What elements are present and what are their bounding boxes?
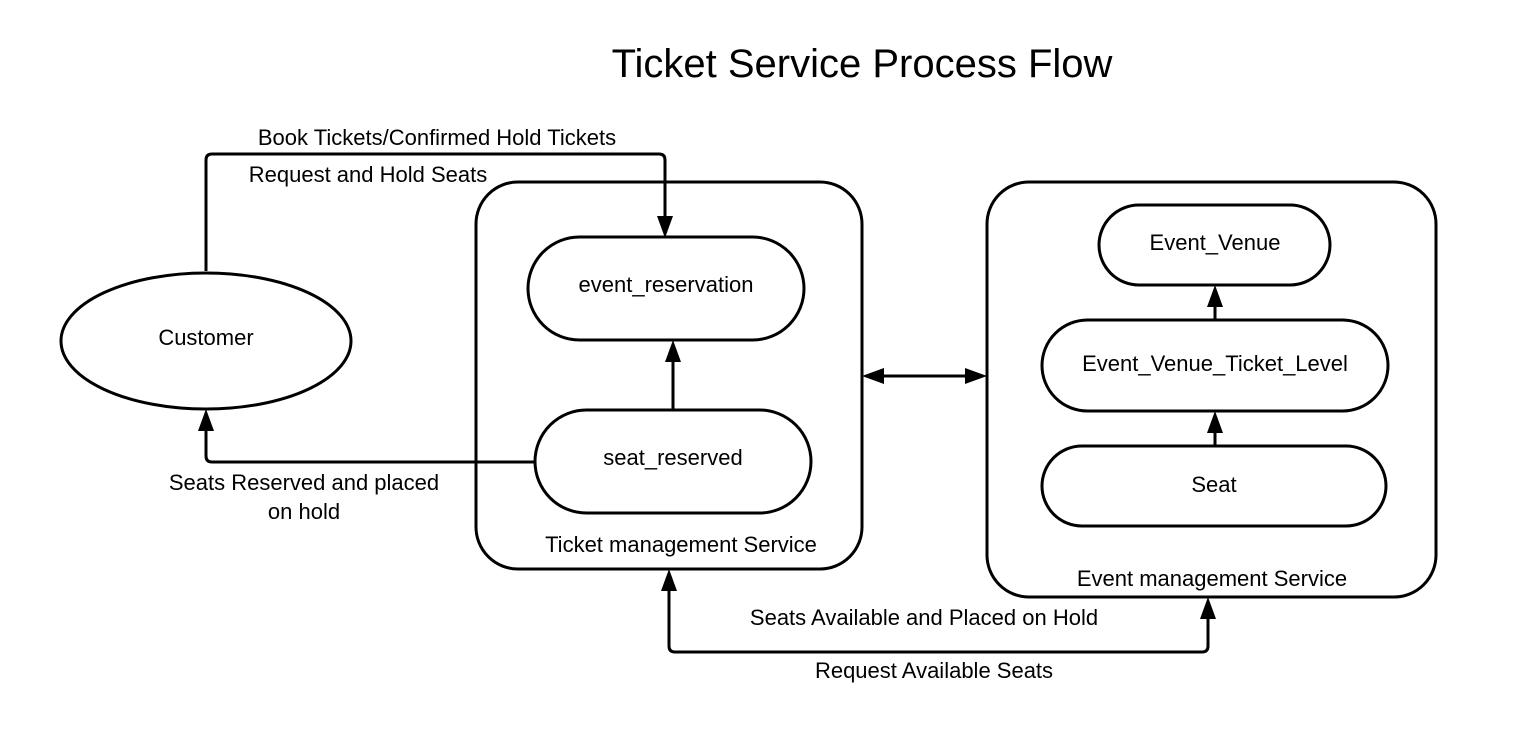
event-management-service-label: Event management Service: [1077, 566, 1347, 591]
request-available-seats-label: Request Available Seats: [815, 658, 1053, 683]
book-tickets-arrowhead: [657, 216, 673, 238]
available-seats-edge: [667, 590, 1210, 654]
services-left-arrowhead: [862, 368, 884, 384]
event-venue-label: Event_Venue: [1150, 230, 1281, 255]
services-right-arrowhead: [965, 368, 987, 384]
customer-label: Customer: [158, 325, 253, 350]
seats-reserved-edge: [204, 430, 535, 464]
ticket-level-to-venue-arrowhead: [1207, 285, 1223, 307]
seat-to-ticket-level-arrowhead: [1207, 411, 1223, 433]
book-tickets-label: Book Tickets/Confirmed Hold Tickets: [258, 125, 616, 150]
seat-label: Seat: [1191, 472, 1236, 497]
seats-reserved-label-line1: Seats Reserved and placed: [169, 470, 439, 495]
request-hold-seats-label: Request and Hold Seats: [249, 162, 488, 187]
seats-reserved-arrowhead: [198, 409, 214, 431]
event-venue-node: [1097, 203, 1332, 287]
event-reservation-node: [526, 235, 806, 342]
diagram-title: Ticket Service Process Flow: [612, 42, 1113, 86]
ticket-management-service-label: Ticket management Service: [545, 532, 817, 557]
seats-reserved-label-line2: on hold: [268, 499, 340, 524]
available-seats-left-arrowhead: [661, 569, 677, 591]
available-seats-right-arrowhead: [1200, 597, 1216, 619]
event-reservation-label: event_reservation: [579, 272, 754, 297]
book-tickets-edge: [204, 152, 667, 271]
seats-available-label: Seats Available and Placed on Hold: [750, 605, 1098, 630]
event-venue-ticket-level-label: Event_Venue_Ticket_Level: [1082, 351, 1348, 376]
seat-reserved-to-reservation-arrowhead: [665, 340, 681, 362]
seat-reserved-label: seat_reserved: [603, 445, 742, 470]
